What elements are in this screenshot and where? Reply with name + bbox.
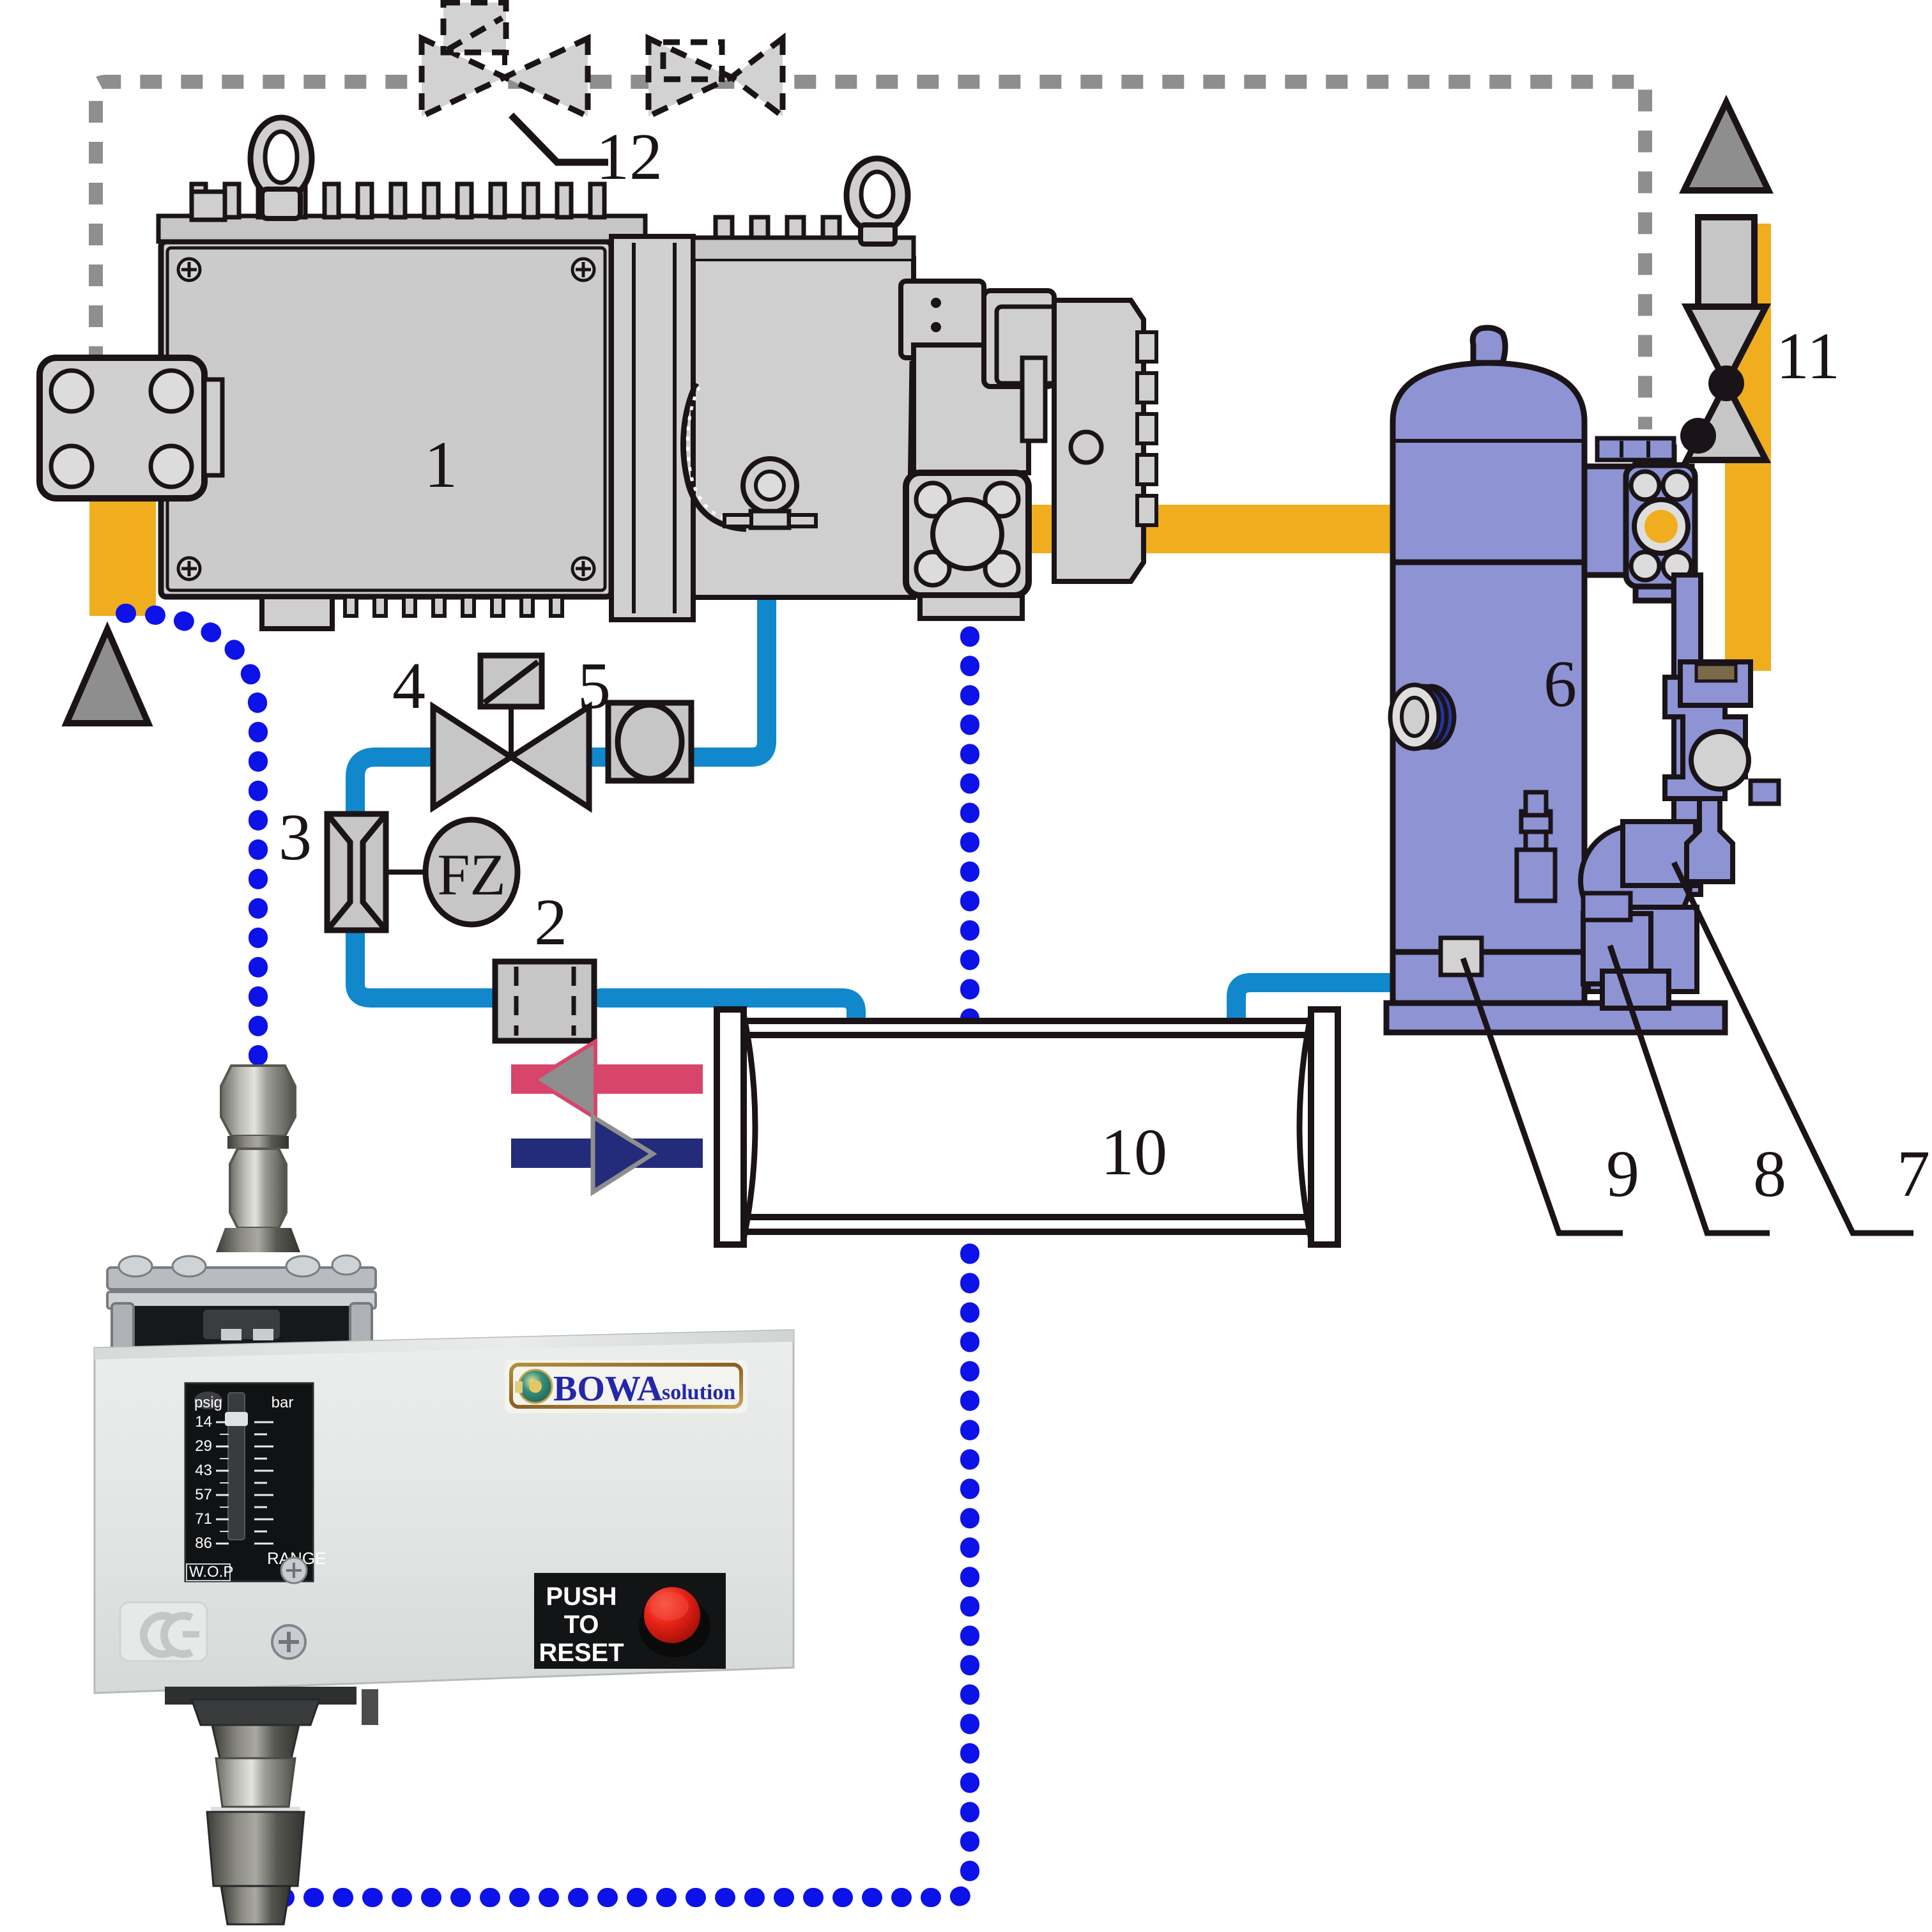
- compressor-body: [609, 155, 1158, 622]
- pressure-switch-device: psig bar 14 29 43 57 71 86: [93, 1064, 795, 1926]
- cold-water-out-arrow: [511, 1112, 703, 1197]
- scale-unit-psig: psig: [194, 1394, 222, 1411]
- oil-service-valve: [1620, 659, 1781, 888]
- callout-12: 12: [596, 120, 663, 194]
- sight-glass-5: [605, 700, 694, 784]
- callout-3: 3: [279, 801, 312, 874]
- brand-name: BOWA: [553, 1369, 663, 1409]
- scale-plate: psig bar 14 29 43 57 71 86: [184, 1382, 326, 1584]
- flow-switch-3: [324, 811, 521, 933]
- separator-inlet-flange: [1581, 436, 1698, 604]
- hot-water-in-arrow: [511, 1038, 703, 1122]
- brand-tagline: solution: [662, 1381, 735, 1404]
- scale-unit-bar: bar: [272, 1394, 294, 1411]
- reset-label-line2: TO: [564, 1611, 599, 1639]
- oil-cooler-10: [714, 1006, 1341, 1248]
- scale-tick-86: 86: [195, 1535, 212, 1552]
- oil-outlet-flange: [903, 470, 1032, 599]
- scale-tick-14: 14: [195, 1413, 212, 1430]
- economizer-valve-b-icon: [645, 32, 786, 123]
- callout-leaders-right: [1460, 861, 1913, 1236]
- lifting-eye-left: [247, 114, 315, 221]
- callout-2: 2: [534, 885, 567, 959]
- callout-8: 8: [1753, 1137, 1786, 1211]
- callout-leader-12: [509, 112, 608, 166]
- scale-wop-label: W.O.P: [189, 1563, 233, 1581]
- callout-10: 10: [1101, 1116, 1167, 1189]
- oil-filter-2: [492, 958, 597, 1044]
- ce-mark-icon: [119, 1601, 208, 1662]
- scale-tick-29: 29: [195, 1438, 212, 1455]
- callout-7: 7: [1897, 1137, 1930, 1211]
- reset-label-line3: RESET: [539, 1639, 624, 1667]
- callout-1: 1: [424, 428, 457, 502]
- optional-economizer-line: [89, 75, 1652, 429]
- reset-plate: PUSH TO RESET: [534, 1573, 726, 1669]
- bottom-process-connection: [165, 1687, 378, 1926]
- top-compression-fitting: [216, 1064, 300, 1252]
- brand-logo-plate: BOWA solution: [505, 1360, 747, 1413]
- reset-label-line1: PUSH: [546, 1583, 617, 1611]
- shut-off-valve-11: [1680, 214, 1772, 463]
- callout-11: 11: [1776, 319, 1840, 393]
- lifting-eye-right: [843, 155, 911, 247]
- scale-tick-57: 57: [195, 1486, 212, 1503]
- screw-compressor: [36, 114, 1158, 631]
- oil-level-sight-glass: [1438, 935, 1484, 977]
- scale-tick-71: 71: [195, 1510, 212, 1528]
- callout-9: 9: [1606, 1137, 1639, 1211]
- suction-direction-triangle-left: [61, 621, 153, 726]
- callout-numbers: 1 2 3 4 5 6 7 8 9 10 11 12: [279, 120, 1930, 1211]
- separator-drain-stack: [1514, 790, 1558, 903]
- solenoid-valve-4: [430, 652, 592, 813]
- scale-tick-43: 43: [195, 1462, 212, 1479]
- oil-separator: [1383, 325, 1781, 1036]
- discharge-direction-triangle-right: [1679, 95, 1774, 194]
- instrument-tag-fz: FZ: [437, 842, 505, 907]
- callout-4: 4: [392, 649, 425, 723]
- terminal-bracket: [106, 1254, 377, 1352]
- suction-flange: [36, 355, 225, 502]
- callout-5: 5: [578, 649, 611, 723]
- separator-sight-glass: [1388, 682, 1457, 751]
- callout-6: 6: [1544, 647, 1577, 721]
- economizer-valve-a-icon: [418, 0, 591, 121]
